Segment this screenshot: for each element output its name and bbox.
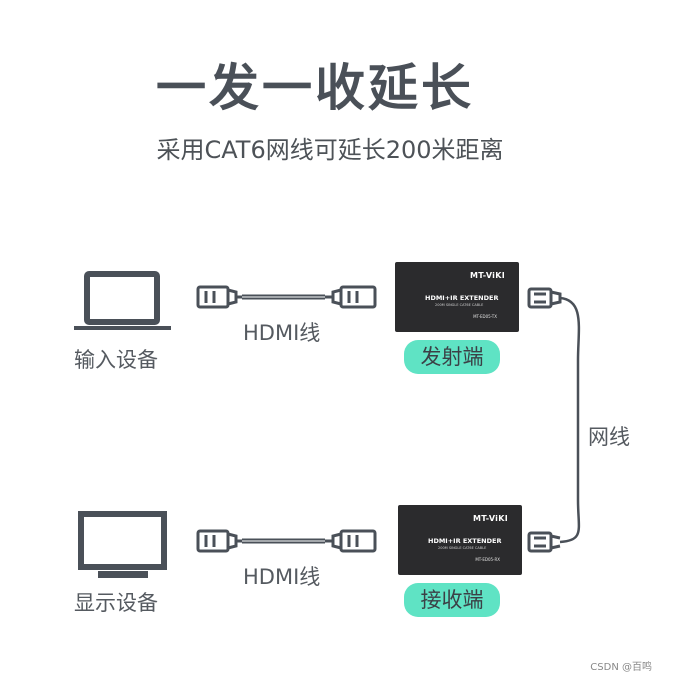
transmitter-brand: MT-ViKI	[469, 271, 505, 280]
transmitter-subtext: 200M SINGLE CAT6E CABLE	[435, 303, 484, 307]
transmitter-device: MT-ViKI HDMI+IR EXTENDER 200M SINGLE CAT…	[395, 262, 519, 332]
receiver-device: MT-ViKI HDMI+IR EXTENDER 200M SINGLE CAT…	[398, 505, 522, 575]
receiver-product: HDMI+IR EXTENDER	[428, 537, 502, 545]
page-subtitle: 采用CAT6网线可延长200米距离	[156, 136, 504, 164]
hdmi-cable-label-bottom: HDMI线	[243, 565, 321, 589]
hdmi-cable-label-top: HDMI线	[243, 321, 321, 345]
page-title: 一发一收延长	[156, 59, 474, 117]
receiver-brand: MT-ViKI	[472, 514, 508, 523]
transmitter-badge: 发射端	[404, 340, 500, 374]
network-cable	[527, 287, 581, 553]
network-cable-label: 网线	[588, 425, 630, 449]
watermark: CSDN @百鸣	[590, 662, 652, 673]
transmitter-product: HDMI+IR EXTENDER	[425, 294, 499, 302]
receiver-badge: 接收端	[404, 583, 500, 617]
source-device-label: 输入设备	[74, 348, 158, 372]
receiver-model: MT-ED05-RX	[475, 557, 500, 562]
monitor-icon	[78, 511, 167, 578]
hdmi-cable-bottom	[196, 529, 377, 553]
receiver-subtext: 200M SINGLE CAT6E CABLE	[438, 546, 487, 550]
display-device-label: 显示设备	[74, 591, 158, 615]
transmitter-model: MT-ED05-TX	[473, 314, 497, 319]
hdmi-cable-top	[196, 285, 377, 309]
laptop-icon	[74, 271, 171, 330]
